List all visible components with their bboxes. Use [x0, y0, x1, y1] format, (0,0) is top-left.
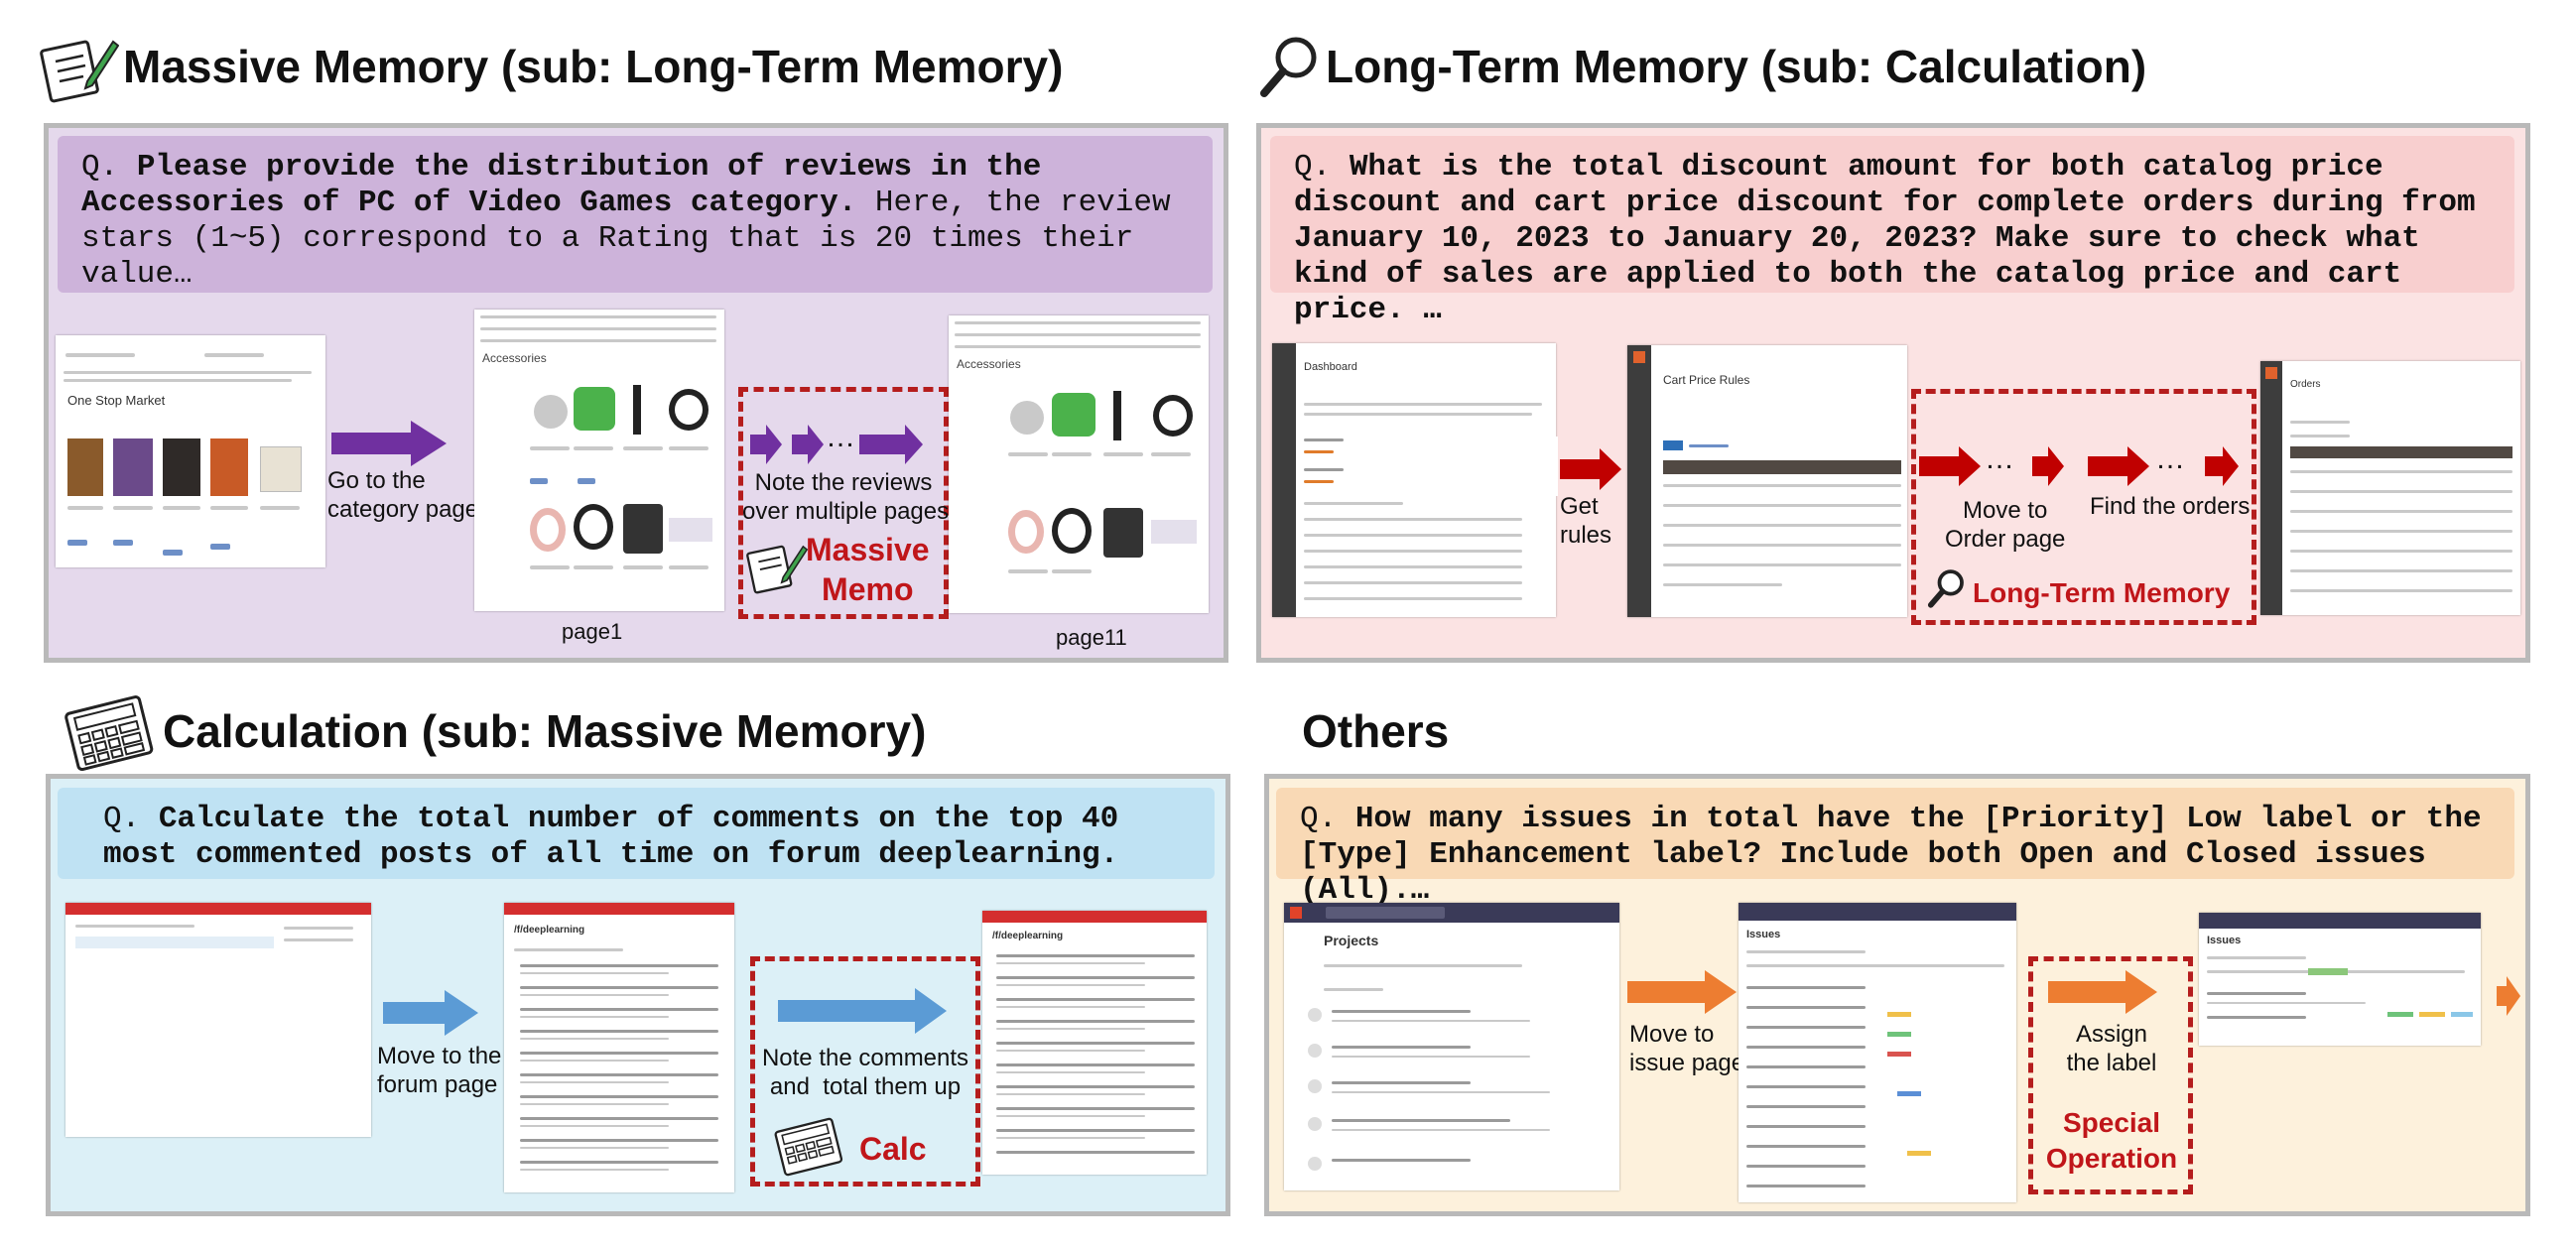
badge-massive-memo: Massive Memo [806, 532, 930, 607]
step-label: Get rules [1560, 493, 1612, 549]
screenshot-forum-home [65, 903, 371, 1137]
question-prefix: Q. [1300, 802, 1355, 836]
shot-title: Dashboard [1304, 361, 1357, 373]
ellipsis: … [2155, 442, 2185, 475]
shot-title: Projects [1324, 933, 1379, 948]
screenshot-issues-filtered: Issues [2199, 913, 2481, 1046]
step-label: Move to the forum page [377, 1043, 502, 1098]
calculator-icon [774, 1117, 843, 1177]
highlight-box [2028, 956, 2193, 1194]
question-bold: Please provide the distribution of revie… [81, 150, 1042, 220]
calculator-icon [64, 695, 154, 772]
ellipsis: … [826, 421, 855, 453]
arrow-right-icon [2205, 446, 2239, 486]
highlight-box [750, 956, 980, 1187]
section-title: Calculation (sub: Massive Memory) [163, 705, 927, 757]
screenshot-page11: Accessories [949, 315, 1209, 613]
highlight-box [738, 387, 949, 619]
page-label: page1 [562, 619, 623, 644]
screenshot-cart-rules: Cart Price Rules [1627, 345, 1907, 617]
question-bold: What is the total discount amount for bo… [1294, 150, 2476, 327]
arrow-right-icon [2032, 446, 2064, 486]
step-label: Go to the category page [327, 467, 479, 523]
screenshot-category: One Stop Market [56, 335, 325, 567]
shot-title: /f/deeplearning [992, 931, 1064, 941]
arrow-right-icon [2088, 446, 2149, 486]
screenshot-issues: Issues [1739, 903, 2016, 1202]
step-label: Move to issue page [1629, 1021, 1745, 1076]
arrow-right-icon [750, 425, 782, 464]
arrow-right-icon [1919, 446, 1981, 486]
screenshot-forum-list: /f/deeplearning [504, 903, 734, 1192]
arrow-right-icon [2497, 976, 2520, 1016]
step-label: Move to Order page [1945, 497, 2066, 553]
shot-title: Issues [1746, 929, 1781, 940]
question-prefix: Q. [1294, 150, 1350, 185]
screenshot-page1: Accessories [474, 310, 724, 611]
arrow-right-icon [859, 425, 923, 464]
notepad-pencil-icon [40, 40, 119, 103]
highlight-box [1911, 389, 2256, 625]
question-bold: How many issues in total have the [Prior… [1300, 802, 2482, 908]
screenshot-projects: Projects [1284, 903, 1619, 1190]
step-label: Note the comments and total them up [761, 1045, 969, 1100]
arrow-right-icon [1627, 970, 1737, 1014]
arrow-right-icon [792, 425, 824, 464]
question-rest: Here, the review stars (1~5) correspond … [81, 186, 1171, 292]
shot-title: Accessories [482, 351, 547, 365]
section-title: Massive Memory (sub: Long-Term Memory) [123, 41, 1064, 92]
arrow-right-icon [383, 990, 478, 1036]
step-label: Assign the label [2066, 1021, 2157, 1076]
magnifier-icon [1927, 569, 1964, 608]
arrow-right-icon [778, 988, 947, 1034]
shot-title: /f/deeplearning [514, 925, 585, 936]
shot-title: Orders [2290, 379, 2321, 390]
section-title: Others [1302, 705, 1450, 757]
arrow-right-icon [1560, 448, 1621, 490]
question-bold: Calculate the total number of comments o… [103, 802, 1119, 872]
shot-title: Issues [2207, 935, 2242, 946]
notepad-pencil-icon [746, 545, 808, 594]
page-label: page11 [1056, 625, 1127, 650]
ellipsis: … [1985, 442, 2014, 475]
badge-calc: Calc [859, 1131, 927, 1167]
question-prefix: Q. [103, 802, 159, 836]
screenshot-forum-list-2: /f/deeplearning [982, 911, 1207, 1175]
magnifier-icon [1260, 37, 1317, 97]
shot-title: Accessories [957, 357, 1021, 371]
shot-title: Cart Price Rules [1663, 373, 1750, 387]
question-prefix: Q. [81, 150, 137, 185]
question-box: Q. How many issues in total have the [Pr… [1276, 788, 2514, 908]
badge-special-operation: Special Operation [2045, 1107, 2178, 1174]
screenshot-dashboard: Dashboard [1272, 343, 1556, 617]
screenshot-orders: Orders [2260, 361, 2520, 615]
arrow-right-icon [331, 421, 447, 466]
question-box: Q. Calculate the total number of comment… [58, 788, 1215, 879]
badge-long-term-memory: Long-Term Memory [1973, 577, 2231, 608]
section-title: Long-Term Memory (sub: Calculation) [1326, 41, 2147, 92]
arrow-right-icon [2048, 970, 2157, 1014]
step-label: Note the reviews over multiple pages [742, 469, 950, 525]
question-box: Q. Please provide the distribution of re… [58, 136, 1213, 293]
step-label: Find the orders [2090, 493, 2251, 520]
shot-title: One Stop Market [67, 393, 166, 408]
question-box: Q. What is the total discount amount for… [1270, 136, 2514, 327]
